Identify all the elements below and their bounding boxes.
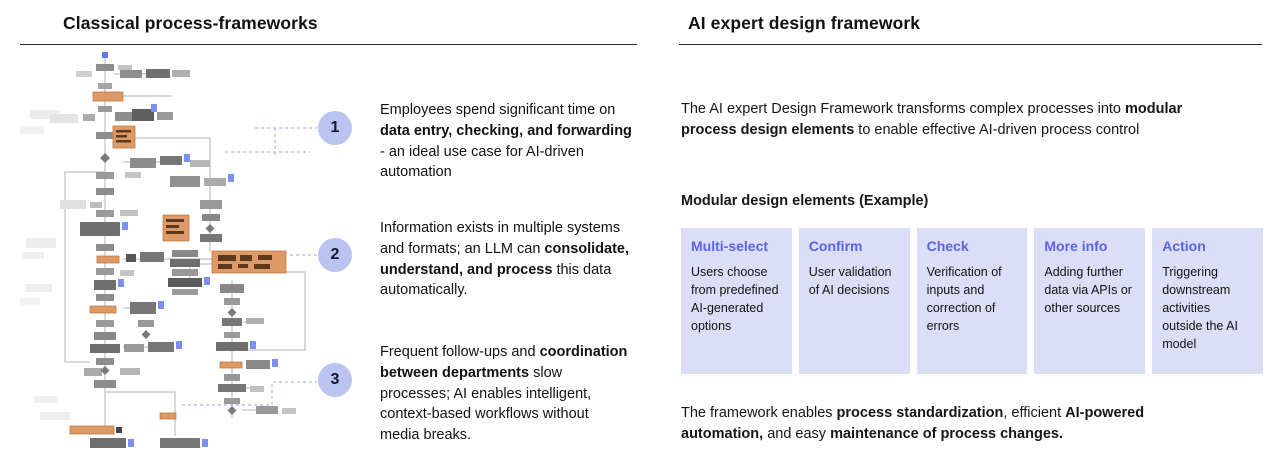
card-title: Multi-select: [691, 238, 769, 254]
card-title: Check: [926, 238, 969, 254]
right-column-title: AI expert design framework: [688, 13, 921, 33]
modular-elements-heading: Modular design elements (Example): [681, 193, 929, 209]
card-body: User validation of AI decisions: [808, 265, 892, 297]
card-body: Adding further data via APIs or other so…: [1044, 265, 1132, 315]
framework-intro-text: The AI expert Design Framework transform…: [681, 101, 1183, 138]
card-title: Confirm: [808, 238, 863, 254]
left-column-title: Classical process-frameworks: [63, 13, 318, 33]
point-2-badge: 2: [318, 238, 352, 272]
flow-document-icons: [118, 104, 278, 447]
point-3-text: Frequent follow-ups and coordination bet…: [380, 344, 628, 444]
card-body: Triggering downstream activities outside…: [1162, 265, 1238, 351]
card-title: More info: [1044, 238, 1108, 254]
flow-orange-details: [116, 130, 272, 269]
card-title: Action: [1162, 238, 1206, 254]
left-title-underline: [20, 44, 637, 45]
flow-gateway-diamonds: [100, 153, 237, 415]
point-1-badge: 1: [318, 111, 352, 145]
framework-outro-text: The framework enables process standardiz…: [681, 405, 1145, 442]
card-action: Action Triggering downstream activities …: [1152, 228, 1263, 374]
point-3-badge: 3: [318, 363, 352, 397]
card-multi-select: Multi-select Users choose from predefine…: [681, 228, 792, 374]
classical-process-flowchart: [20, 52, 317, 448]
card-more-info: More info Adding further data via APIs o…: [1034, 228, 1146, 374]
card-body: Verification of inputs and correction of…: [926, 265, 1002, 333]
card-body: Users choose from predefined AI-generate…: [691, 265, 779, 333]
card-check: Check Verification of inputs and correct…: [916, 228, 1028, 374]
design-element-cards: Multi-select Users choose from predefine…: [681, 228, 1263, 374]
flow-gray-nodes: [20, 64, 296, 448]
point-2-text: Information exists in multiple systems a…: [380, 220, 630, 299]
point-1-text: Employees spend significant time on data…: [380, 102, 632, 181]
card-confirm: Confirm User validation of AI decisions: [798, 228, 910, 374]
right-title-underline: [679, 44, 1262, 45]
flow-start-node: [102, 52, 108, 58]
